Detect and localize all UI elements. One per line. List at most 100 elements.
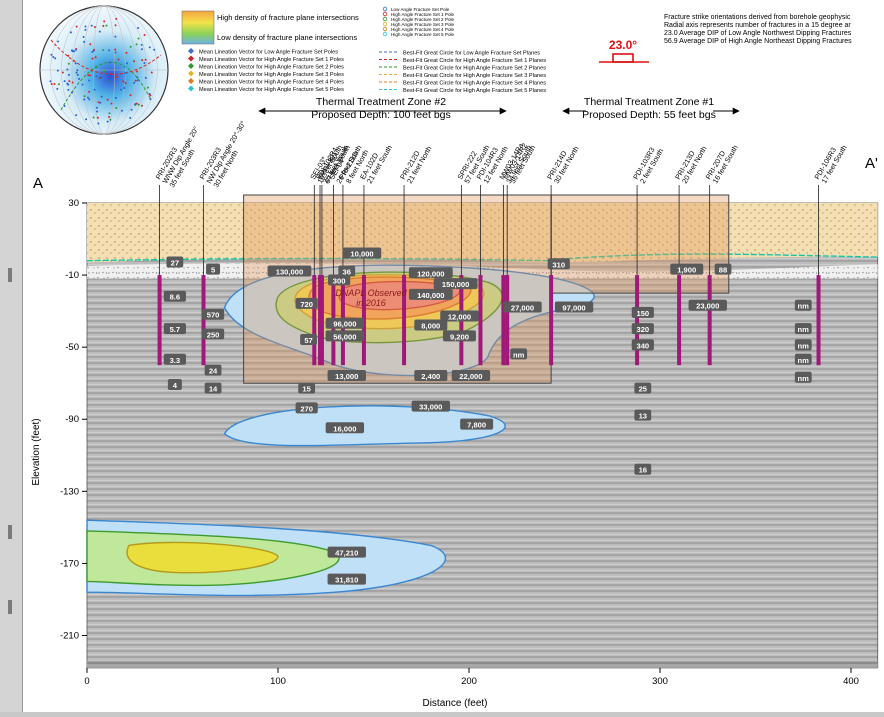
sample-result: 23,000 [688, 299, 727, 311]
pole-point [98, 30, 101, 33]
sample-result: 5 [206, 263, 221, 275]
sample-result-value: nm [798, 374, 810, 383]
mean-vector-label: Mean Lineation Vector for High Angle Fra… [199, 72, 344, 78]
pole-point [129, 116, 132, 119]
pole-point [108, 80, 111, 83]
pole-point [99, 101, 102, 104]
sample-result: 16,000 [325, 422, 365, 434]
well-screen [707, 275, 712, 366]
pole-point [114, 96, 117, 99]
sample-result-value: 16,000 [333, 424, 356, 433]
sample-result-value: 310 [552, 260, 565, 269]
sample-result-box [794, 353, 812, 365]
sample-result-box [325, 317, 365, 329]
sample-result-value: 96,000 [333, 320, 356, 329]
pole-point [50, 82, 53, 85]
pole-point [75, 25, 78, 28]
pole-point [56, 87, 59, 90]
well-label: PDI-103R32 feet South [631, 143, 665, 185]
overburden-unit [87, 203, 878, 263]
sample-result-value: 13 [639, 412, 647, 421]
sample-result-value: 3.3 [170, 356, 181, 365]
legend-low-density: Low density of fracture plane intersecti… [217, 33, 357, 42]
pole-point [108, 116, 111, 119]
pole-point [73, 50, 76, 53]
pole-point [84, 25, 87, 28]
pole-point [134, 79, 137, 82]
pole-point [148, 93, 151, 96]
well-screen [816, 275, 821, 366]
pole-symbol [382, 26, 388, 32]
rose-petal [612, 53, 634, 63]
sample-result-value: 47,210 [335, 549, 358, 558]
sample-result-value: 570 [207, 311, 220, 320]
pole-point [153, 48, 156, 51]
pole-point [136, 79, 139, 82]
pole-point [93, 25, 96, 28]
pole-point [148, 46, 151, 49]
great-circle-curve [60, 61, 152, 111]
pole-point [71, 81, 74, 84]
pole-label: High Angle Fracture Set 1 Pole [391, 12, 455, 17]
pole-point [88, 79, 91, 82]
sample-result-value: nm [798, 341, 810, 350]
pole-point [124, 81, 127, 84]
pole-point [56, 69, 59, 72]
sample-result-box [794, 371, 812, 383]
sample-result-box [338, 265, 356, 277]
sample-result-value: 150,000 [442, 280, 469, 289]
zone2-title: Thermal Treatment Zone #2 [316, 96, 446, 108]
sample-result-value: 27,000 [511, 304, 534, 313]
pole-point [76, 69, 79, 72]
rose-note: 56.9 Average DIP of High Angle Northeast… [664, 38, 852, 45]
pole-point [143, 34, 146, 37]
sample-result: 7,800 [460, 418, 494, 430]
sample-result-box [794, 299, 812, 311]
sample-result-box [554, 301, 594, 313]
pole-point [123, 87, 126, 90]
section-end-label: A' [865, 155, 878, 172]
pole-point [115, 76, 118, 79]
pole-point [109, 72, 112, 75]
pole-point [84, 28, 87, 31]
pole-point [52, 56, 55, 59]
sample-result: 3.3 [163, 353, 186, 365]
pole-label: High Angle Fracture Set 4 Pole [391, 27, 455, 32]
pole-point [70, 91, 73, 94]
pole-point [49, 80, 52, 83]
sample-result-box [327, 573, 366, 585]
sample-result: nm [794, 371, 812, 383]
pole-point [91, 57, 94, 60]
mean-vector-symbol [188, 70, 194, 77]
well-screen [505, 275, 510, 366]
pole-point [135, 70, 138, 73]
pole-point [98, 76, 101, 79]
sample-result-box [201, 308, 225, 320]
sample-result-box [295, 297, 318, 309]
pole-point [87, 74, 90, 77]
sample-result: nm [794, 299, 812, 311]
sample-result-value: 27 [171, 258, 179, 267]
sample-result: 130,000 [267, 265, 312, 277]
pole-point [114, 35, 117, 38]
sample-result-box [201, 328, 225, 340]
pole-point [67, 62, 70, 65]
sample-result-box [298, 382, 316, 394]
sample-result: 4 [167, 379, 182, 391]
pole-point [95, 106, 98, 109]
x-axis-title: Distance (feet) [422, 698, 487, 709]
great-circle-label: Best-Fit Great Circle for Low Angle Frac… [403, 50, 540, 56]
sample-result: nm [794, 353, 812, 365]
pole-point [57, 40, 60, 43]
sample-result-value: 720 [300, 300, 313, 309]
well-screen [312, 275, 317, 366]
sample-result: 22,000 [451, 369, 491, 381]
pole-point [140, 104, 143, 107]
sample-result-value: nm [798, 325, 810, 334]
pole-point [125, 51, 128, 54]
sample-result-value: 24 [209, 367, 218, 376]
sample-result-box [547, 258, 570, 270]
y-tick-label: -130 [60, 486, 79, 497]
pole-point [93, 88, 96, 91]
y-tick-label: -90 [65, 414, 79, 425]
